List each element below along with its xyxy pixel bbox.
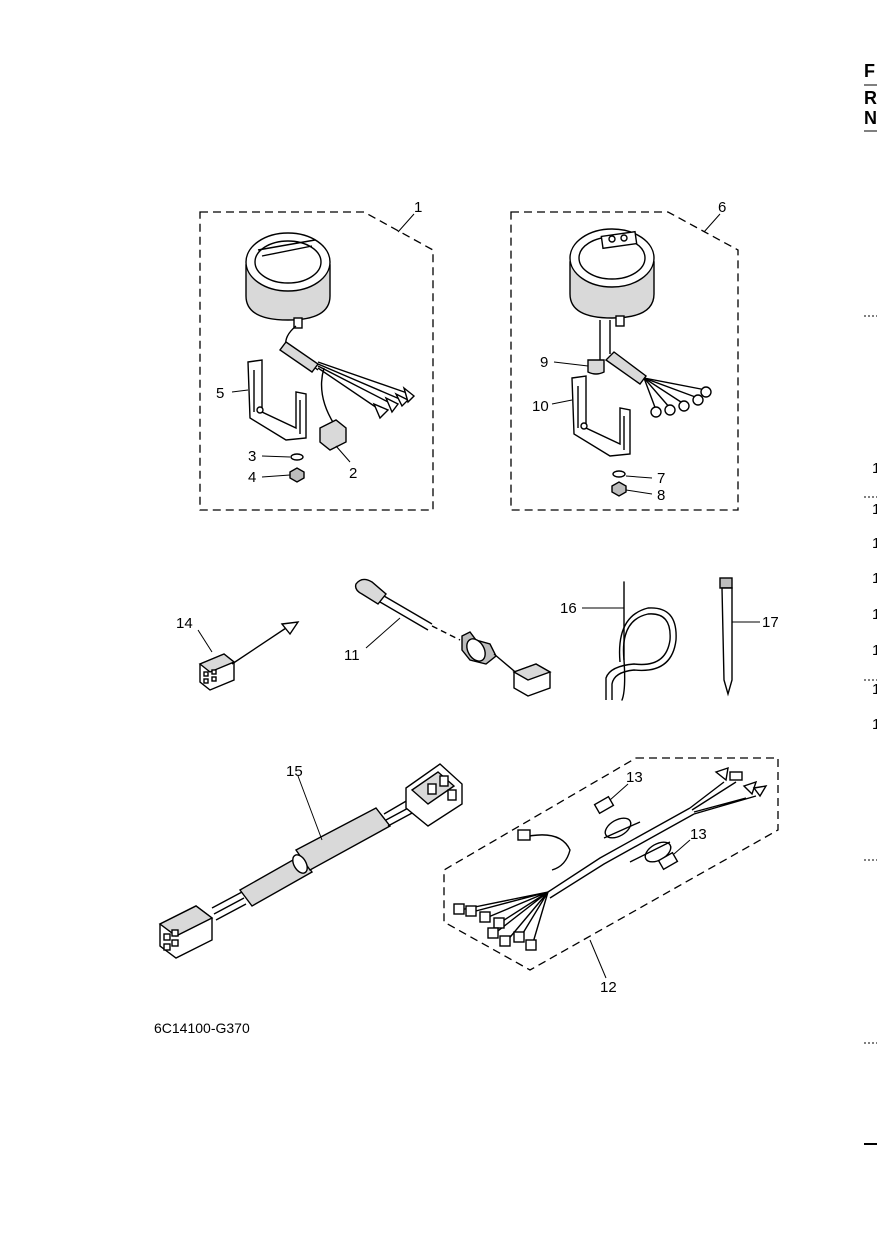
assembly-frame (199, 211, 434, 511)
callout-13-lower: 13 (690, 826, 707, 843)
nut-4 (289, 467, 305, 483)
assembly-6-gauge-kit: 6 9 10 7 8 (510, 199, 739, 511)
callout-4: 4 (248, 469, 256, 486)
harness-terminals (453, 891, 549, 951)
cable-sleeve (279, 341, 319, 373)
callout-10: 10 (532, 398, 549, 415)
part-16-tube: 16 (560, 581, 677, 701)
part-15-harness: 15 (158, 763, 463, 959)
callout-12: 12 (600, 979, 617, 996)
washer-7 (612, 470, 626, 478)
cap-9 (587, 359, 605, 375)
edge-digit: 1 (872, 716, 877, 733)
assembly-frame (510, 211, 739, 511)
bracket-10 (571, 375, 631, 457)
callout-17: 17 (762, 614, 779, 631)
callout-8: 8 (657, 487, 665, 504)
assembly-frame (443, 757, 779, 971)
washer-3 (290, 453, 304, 461)
edge-letter-r: R (864, 88, 877, 108)
nut-8 (611, 481, 627, 497)
edge-digit: 1 (872, 642, 877, 659)
cable-sleeve (604, 351, 647, 385)
callout-6: 6 (718, 199, 726, 216)
callout-9: 9 (540, 354, 548, 371)
part-14-connector: 14 (176, 615, 300, 691)
callout-2: 2 (349, 465, 357, 482)
edge-digit: 1 (872, 460, 877, 477)
callout-3: 3 (248, 448, 256, 465)
callout-11: 11 (344, 647, 360, 664)
callout-14: 14 (176, 615, 193, 632)
gauge-1-lead-wires (317, 361, 416, 425)
callout-16: 16 (560, 600, 577, 617)
edge-digit: 1 (872, 570, 877, 587)
callout-13-upper: 13 (626, 769, 643, 786)
bracket-5 (247, 359, 307, 441)
part-12-harness-kit: 12 (443, 757, 779, 996)
edge-digit: 1 (872, 606, 877, 623)
callout-1: 1 (414, 199, 422, 216)
assembly-1-gauge-kit: 1 5 3 4 2 (199, 199, 434, 511)
figure-code: 6C14100-G370 (154, 1020, 250, 1036)
part-11-sensor-cable: 11 (344, 578, 552, 697)
connector-2 (319, 419, 347, 451)
callout-7: 7 (657, 470, 665, 487)
callout-15: 15 (286, 763, 303, 780)
edge-digit: 1 (872, 535, 877, 552)
edge-letter-f: F (864, 61, 875, 81)
edge-text-group: F R N 1 1 1 1 1 1 1 1 (864, 61, 877, 1145)
gauge-6-pipe (599, 320, 611, 360)
gauge-6 (569, 228, 655, 327)
gauge-1 (245, 232, 331, 329)
edge-digit: 1 (872, 681, 877, 698)
edge-letter-n: N (864, 108, 877, 128)
callout-5: 5 (216, 385, 224, 402)
edge-digit: 1 (872, 501, 877, 518)
part-17-cable-tie: 17 (719, 577, 779, 697)
terminals-13: 13 13 (593, 769, 707, 871)
gauge-6-lead-wires (643, 377, 712, 418)
